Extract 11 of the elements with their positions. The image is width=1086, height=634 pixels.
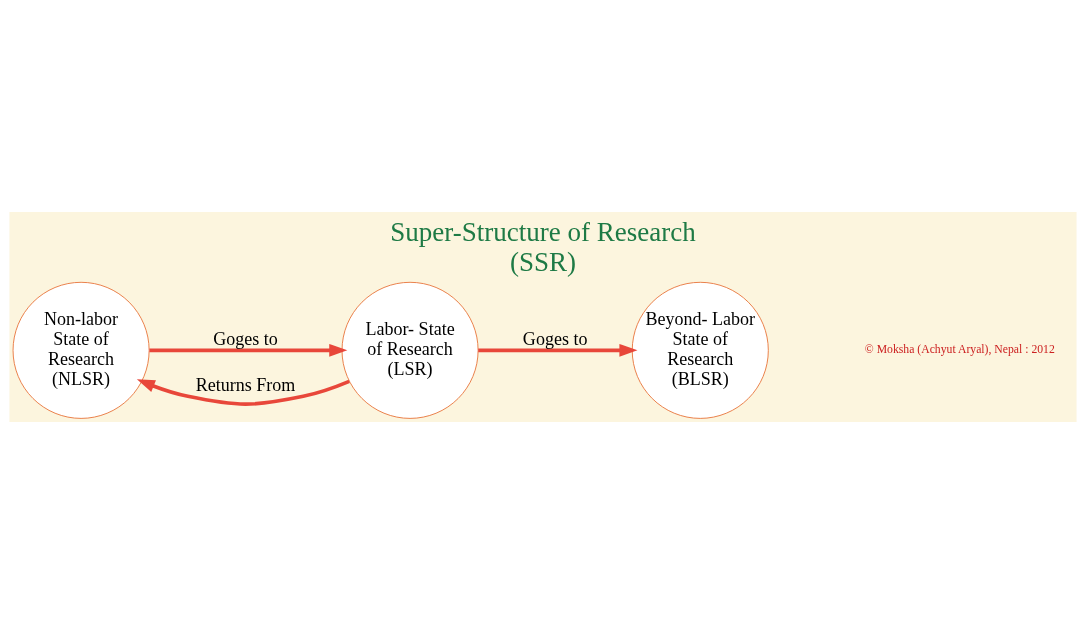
arrow [136, 379, 350, 406]
node-circle: Non-labor State of Research (NLSR) [12, 281, 150, 419]
node-circle: Labor- State of Research (LSR) [341, 281, 479, 419]
node-circle: Beyond- Labor State of Research (BLSR) [631, 281, 769, 419]
label: © Moksha (Achyut Aryal), Nepal : 2012 [864, 343, 1055, 357]
arrow [478, 344, 638, 357]
edge-label: Goges to [213, 328, 278, 349]
edge-label: Returns From [195, 374, 296, 395]
arrow [149, 344, 348, 357]
diagram-title: Super-Structure of Research (SSR) [390, 216, 696, 277]
edge-label: Goges to [522, 328, 588, 349]
